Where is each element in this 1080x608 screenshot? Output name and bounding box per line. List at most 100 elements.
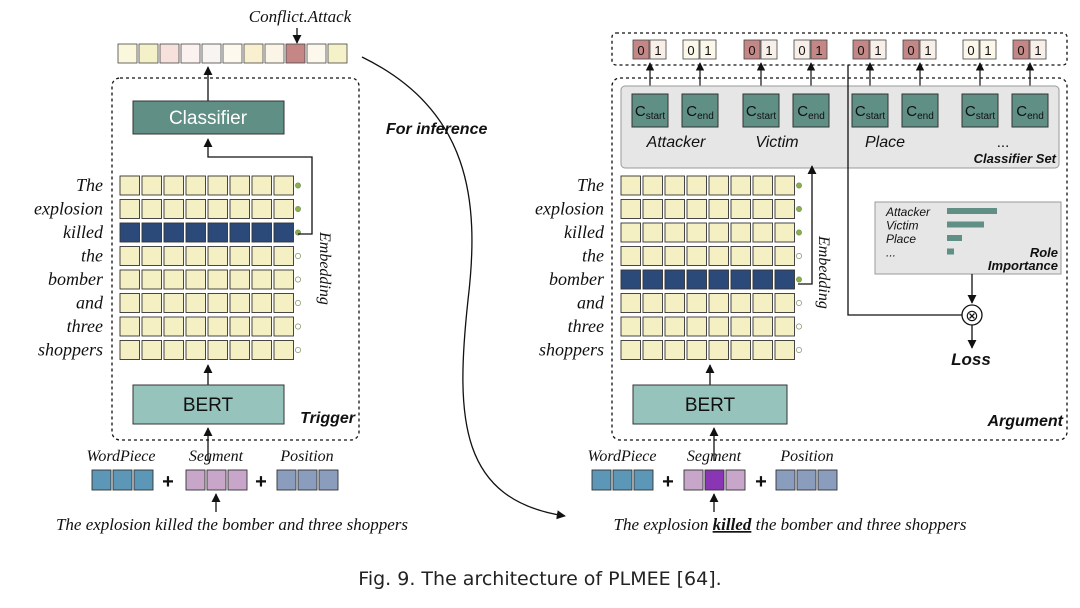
trigger-token-dot-3 xyxy=(295,253,301,259)
argument-token-cell-r6-c1 xyxy=(642,316,663,337)
trigger-output-cell-10 xyxy=(327,43,348,64)
role-importance-bar-2 xyxy=(947,235,962,241)
argument-token-cell-r2-c7 xyxy=(774,222,795,243)
trigger-token-cell-r1-c0 xyxy=(119,199,140,219)
argument-token-cell-r2-c6 xyxy=(752,222,773,243)
argument-token-cell-r3-c7 xyxy=(774,246,795,266)
role-label-0: Attacker xyxy=(646,134,706,151)
trigger-token-cell-r0-c3 xyxy=(185,175,206,196)
role-importance-label-0: Attacker xyxy=(885,205,931,219)
argument-segment-cell-0 xyxy=(683,469,704,491)
trigger-token-cell-r1-c7 xyxy=(273,199,294,219)
trigger-token-label-6: three xyxy=(67,316,103,336)
argument-token-label-0: The xyxy=(577,175,604,195)
trigger-token-cell-r1-c6 xyxy=(251,199,272,219)
trigger-token-cell-r6-c4 xyxy=(207,316,228,337)
trigger-token-cell-r5-c6 xyxy=(251,293,272,313)
trigger-token-cell-r0-c0 xyxy=(119,175,140,196)
trigger-token-cell-r2-c7 xyxy=(273,222,294,243)
role-importance-title-1: Role xyxy=(1030,245,1058,260)
trigger-plus-1: + xyxy=(162,471,174,493)
trigger-token-cell-r5-c0 xyxy=(119,293,140,313)
trigger-token-label-3: the xyxy=(81,246,103,266)
argument-output-to-loss-connector xyxy=(847,65,963,316)
trigger-token-cell-r3-c0 xyxy=(119,246,140,266)
argument-panel xyxy=(611,77,1068,441)
argument-token-cell-r0-c3 xyxy=(686,175,707,196)
trigger-plus-2: + xyxy=(255,471,267,493)
argument-token-cell-r7-c6 xyxy=(752,340,773,360)
argument-output-panel xyxy=(611,32,1068,66)
argument-token-cell-r4-c0 xyxy=(620,269,641,290)
output-pair-2-a-cell xyxy=(743,39,761,60)
trigger-output-cell-9 xyxy=(306,43,327,64)
trigger-token-cell-r3-c2 xyxy=(163,246,184,266)
trigger-segment-cell-2 xyxy=(227,469,248,491)
argument-embedding-connector xyxy=(798,165,817,285)
argument-token-label-1: explosion xyxy=(535,199,604,219)
output-pair-5-b-value: 1 xyxy=(924,43,931,58)
classifier-box-4 xyxy=(851,93,889,128)
argument-token-cell-r7-c4 xyxy=(708,340,729,360)
trigger-token-cell-r7-c1 xyxy=(141,340,162,360)
argument-token-cell-r1-c1 xyxy=(642,199,663,219)
classifier-box-3 xyxy=(792,93,830,128)
classifier-box-2 xyxy=(742,93,780,128)
role-importance-title-2: Importance xyxy=(988,258,1058,273)
trigger-classifier-label: Classifier xyxy=(169,108,248,129)
argument-token-cell-r2-c4 xyxy=(708,222,729,243)
trigger-wordpiece-cell-0 xyxy=(91,469,112,491)
trigger-embedding-connector xyxy=(203,138,313,235)
trigger-wordpiece-cell-2 xyxy=(133,469,154,491)
output-pair-0-a-cell xyxy=(632,39,650,60)
classifier-prefix-3: C xyxy=(797,103,808,120)
classifier-subscript-6: start xyxy=(976,111,996,122)
classifier-prefix-5: C xyxy=(906,103,917,120)
argument-position-label: Position xyxy=(779,448,833,465)
trigger-token-cell-r6-c5 xyxy=(229,316,250,337)
argument-token-cell-r4-c3 xyxy=(686,269,707,290)
trigger-token-dot-5 xyxy=(295,300,301,306)
trigger-output-cell-7 xyxy=(264,43,285,64)
trigger-position-label: Position xyxy=(279,448,333,465)
output-pair-3-a-value: 0 xyxy=(798,43,805,58)
trigger-output-cell-5 xyxy=(222,43,243,64)
argument-segment-cell-2 xyxy=(725,469,746,491)
argument-token-cell-r3-c0 xyxy=(620,246,641,266)
trigger-segment-cell-0 xyxy=(185,469,206,491)
trigger-token-cell-r5-c4 xyxy=(207,293,228,313)
trigger-token-cell-r5-c1 xyxy=(141,293,162,313)
argument-wordpiece-label: WordPiece xyxy=(587,448,656,465)
trigger-classifier-box xyxy=(132,100,285,135)
argument-sentence-after: the bomber and three shoppers xyxy=(751,515,967,534)
argument-token-dot-3 xyxy=(796,253,802,259)
classifier-box-1 xyxy=(681,93,719,128)
trigger-output-cell-1 xyxy=(138,43,159,64)
trigger-token-cell-r7-c7 xyxy=(273,340,294,360)
trigger-token-cell-r0-c7 xyxy=(273,175,294,196)
output-pair-2-a-value: 0 xyxy=(748,43,755,58)
argument-bert-label: BERT xyxy=(685,395,736,416)
output-pair-0-b-value: 1 xyxy=(654,43,661,58)
argument-wordpiece-cell-2 xyxy=(633,469,654,491)
trigger-wordpiece-label: WordPiece xyxy=(86,448,155,465)
trigger-segment-cell-1 xyxy=(206,469,227,491)
argument-token-cell-r4-c6 xyxy=(752,269,773,290)
trigger-token-cell-r4-c3 xyxy=(185,269,206,290)
trigger-token-label-4: bomber xyxy=(48,269,104,289)
trigger-token-cell-r1-c5 xyxy=(229,199,250,219)
argument-token-cell-r3-c2 xyxy=(664,246,685,266)
inference-curve-arrow xyxy=(361,56,566,520)
trigger-token-cell-r2-c1 xyxy=(141,222,162,243)
trigger-token-cell-r7-c5 xyxy=(229,340,250,360)
argument-segment-label: Segment xyxy=(687,448,742,465)
argument-token-cell-r5-c4 xyxy=(708,293,729,313)
classifier-prefix-1: C xyxy=(686,103,697,120)
trigger-token-cell-r7-c2 xyxy=(163,340,184,360)
trigger-token-cell-r0-c4 xyxy=(207,175,228,196)
argument-token-cell-r5-c6 xyxy=(752,293,773,313)
output-pair-2-b-value: 1 xyxy=(765,43,772,58)
classifier-label-4: Cstart xyxy=(855,103,886,122)
trigger-token-cell-r3-c5 xyxy=(229,246,250,266)
argument-token-dot-0 xyxy=(796,182,802,189)
